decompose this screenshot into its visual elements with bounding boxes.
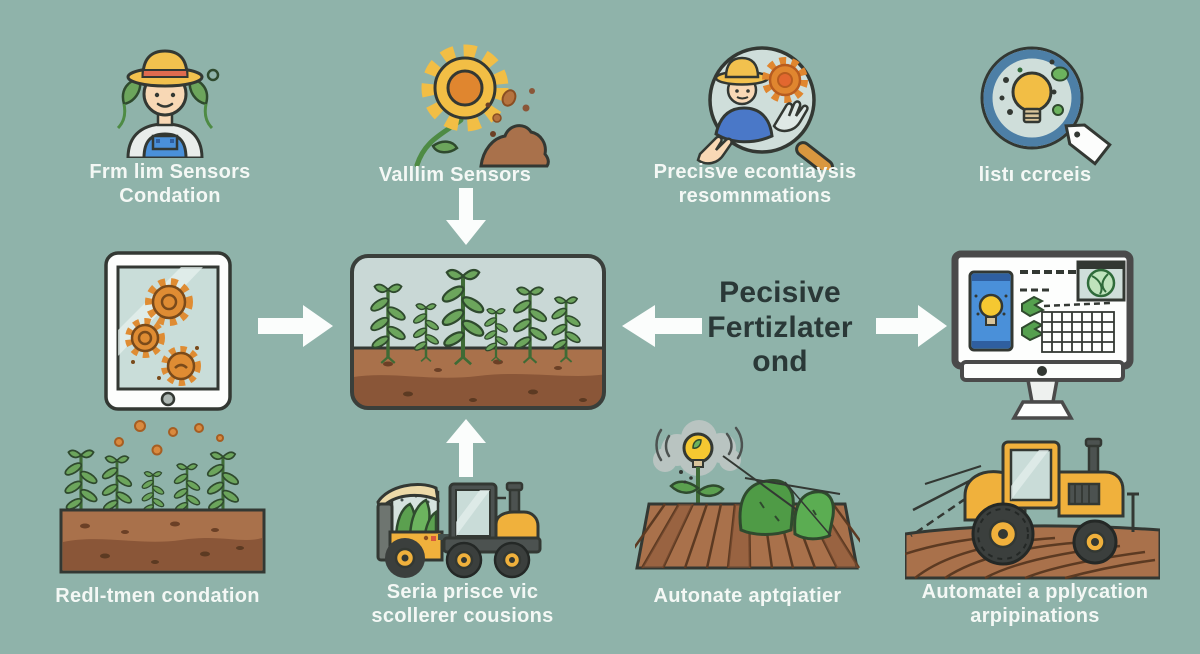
crop-field-plot — [350, 254, 606, 410]
top-label-2: Valllim Sensors — [378, 164, 532, 186]
arrow-left-icon — [622, 305, 702, 347]
seedlings-soil-icon — [59, 420, 266, 574]
flow-title: Pecisive Fertizlater ond — [707, 276, 853, 378]
bottom-label-2: Seria prisce vic scollerer cousions — [371, 581, 554, 628]
arrow-up-icon — [446, 419, 486, 477]
top-label-1: Frm lim Sensors Condation — [89, 161, 251, 208]
bottom-label-1: Redl-tmen condation — [55, 585, 260, 607]
smart-field-icon — [635, 420, 860, 570]
tablet-gears-icon — [104, 251, 232, 411]
farmer-icon — [116, 49, 220, 158]
arrow-right-icon — [876, 305, 947, 347]
monitor-dashboard-icon — [951, 250, 1134, 420]
bottom-label-3: Autonate aptqiatier — [653, 585, 842, 607]
tractor-cart-icon — [376, 481, 542, 579]
top-label-4: listı ccrceis — [978, 164, 1092, 186]
bottom-label-4: Automatei a pplycation arpipinations — [921, 581, 1149, 628]
arrow-down-icon — [446, 188, 486, 245]
arrow-right-icon — [258, 305, 333, 347]
top-label-3: Precisve econtiaysis resomnmations — [653, 161, 857, 208]
spraying-tractor-icon — [905, 437, 1160, 580]
analysis-magnifier-icon — [696, 46, 834, 170]
sunflower-gear-icon — [414, 44, 550, 168]
insight-magnifier-icon — [980, 46, 1112, 166]
